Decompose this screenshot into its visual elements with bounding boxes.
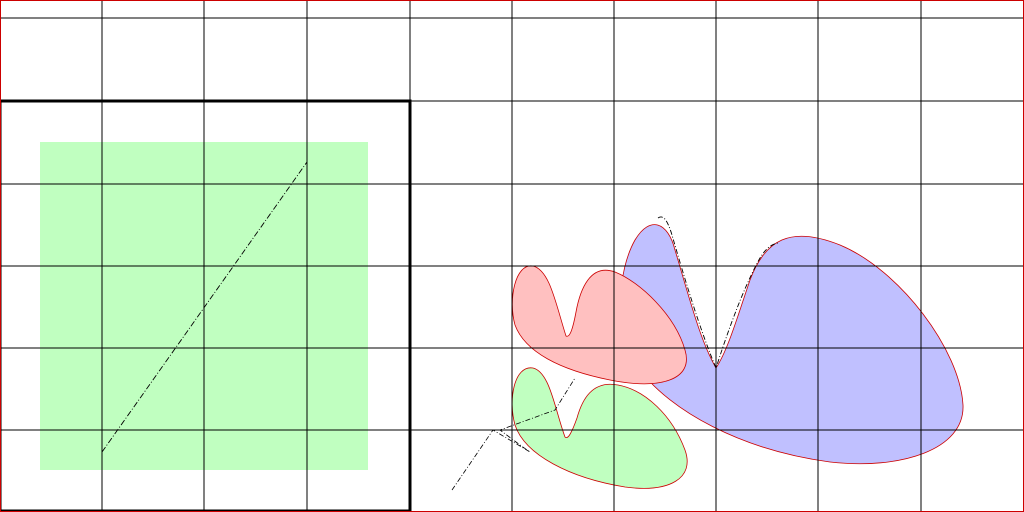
dashed-freehand-stroke-lower[interactable] (451, 377, 576, 491)
green-blob[interactable] (511, 367, 688, 489)
grid-over-square (40, 142, 368, 470)
diagonal-dashed-line[interactable] (101, 161, 308, 453)
grid-over-blobs (505, 210, 970, 495)
blue-blob[interactable] (620, 224, 964, 465)
